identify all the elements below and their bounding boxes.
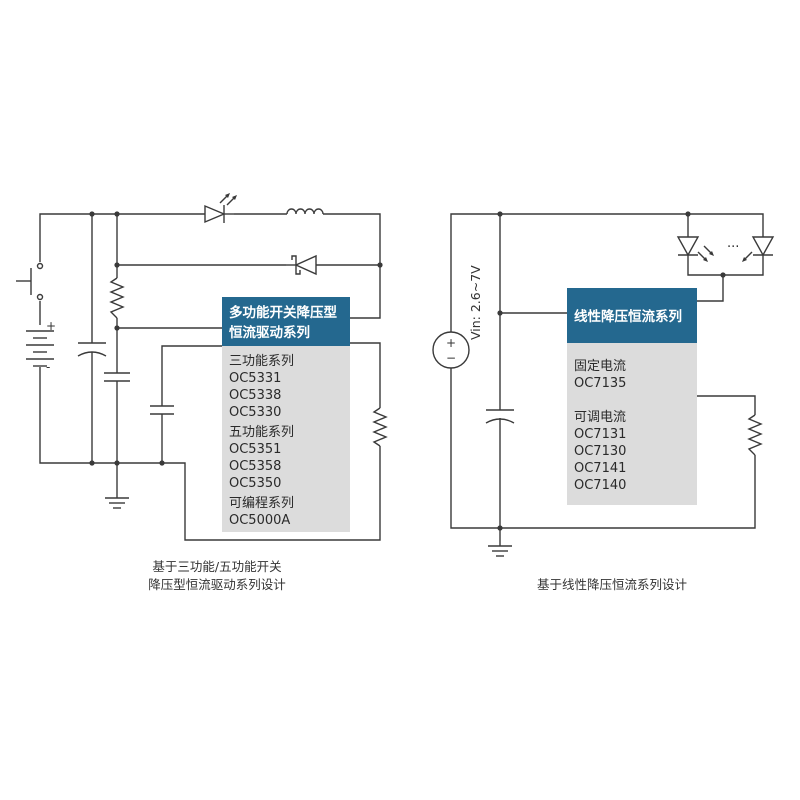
capacitor-icon [104,372,130,382]
right-chip-line: OC7131 [574,427,626,442]
load-resistor-icon [372,407,388,447]
schottky-diode-icon [286,254,317,276]
left-caption-line2: 降压型恒流驱动系列设计 [148,577,286,592]
right-chip-line: 固定电流 [574,359,626,374]
right-chip-line: 可调电流 [574,410,626,425]
led-ellipsis: ... [727,236,739,251]
load-resistor-icon [747,414,763,456]
right-chip-line: OC7141 [574,461,626,476]
left-chip-line: OC5000A [229,513,290,528]
right-chip-list: 固定电流 OC7135 可调电流 OC7131 OC7130 OC7141 OC… [574,359,626,493]
electrolytic-capacitor-icon [77,342,107,357]
inductor-icon [286,208,324,215]
led-icon [742,229,775,262]
left-chip-line: 五功能系列 [229,425,294,440]
switching-driver-chip: 多功能开关降压型 恒流驱动系列 三功能系列 OC5331 OC5338 OC53… [222,297,350,532]
ground-icon [488,545,512,557]
left-chip-line: OC5338 [229,388,281,403]
right-caption: 基于线性降压恒流系列设计 [537,577,687,592]
source-plus-label: + [446,336,456,350]
left-nodes [89,211,383,466]
left-chip-line: OC5351 [229,442,281,457]
left-chip-line: OC5358 [229,459,281,474]
battery-icon [26,330,54,367]
voltage-source-icon [432,331,470,369]
right-nodes [497,211,726,531]
left-chip-line: OC5331 [229,371,281,386]
right-chip-title: 线性降压恒流系列 [574,308,682,325]
left-chip-line: 三功能系列 [229,354,294,369]
resistor-icon [109,277,125,319]
right-chip-line: OC7130 [574,444,626,459]
left-chip-line: OC5330 [229,405,281,420]
left-chip-line: 可编程系列 [229,496,294,511]
left-caption-line1: 基于三功能/五功能开关 [152,559,281,574]
left-chip-title-line1: 多功能开关降压型 [229,304,337,321]
small-capacitor-icon [150,405,174,415]
battery-minus-label: - [46,360,50,374]
left-chip-line: OC5350 [229,476,281,491]
ground-icon [105,497,129,509]
right-chip-line: OC7140 [574,478,626,493]
electrolytic-capacitor-icon [485,409,515,424]
left-chip-title-line2: 恒流驱动系列 [229,324,310,341]
right-chip-line: OC7135 [574,376,626,391]
left-chip-list: 三功能系列 OC5331 OC5338 OC5330 五功能系列 OC5351 … [229,354,294,528]
push-switch-icon [16,262,44,301]
right-wires [450,213,764,546]
led-icon [676,229,714,262]
left-circuit: + - [16,193,388,592]
linear-driver-chip: 线性降压恒流系列 固定电流 OC7135 可调电流 OC7131 OC7130 … [567,288,697,505]
led-icon [204,193,237,224]
right-circuit: + − Vin: 2.6~7V [432,211,775,592]
source-minus-label: − [446,351,456,365]
battery-plus-label: + [46,319,56,333]
vin-label: Vin: 2.6~7V [468,265,483,340]
